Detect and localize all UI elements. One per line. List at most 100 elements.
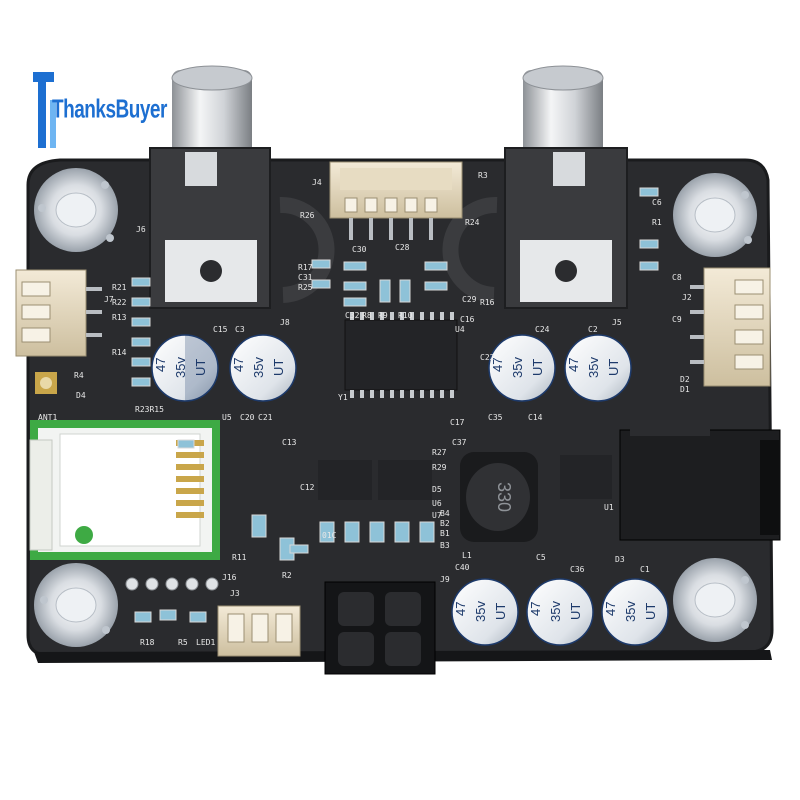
- label-c17: C17: [450, 418, 465, 427]
- ic-u7: [318, 460, 372, 500]
- thanksbuyer-logo-icon: [33, 72, 56, 148]
- cap-series: UT: [271, 359, 286, 376]
- label-r22: R22: [112, 298, 127, 307]
- label-d2: D2: [680, 375, 690, 384]
- label-r10: R10: [398, 311, 413, 320]
- cap-series: UT: [643, 603, 658, 620]
- pin-header-j16: [125, 577, 219, 591]
- label-c13: C13: [282, 438, 297, 447]
- label-j9: J9: [440, 575, 450, 584]
- cap-rating: 35v: [510, 357, 525, 378]
- label-c22: C22: [480, 353, 495, 362]
- label-c6: C6: [652, 198, 662, 207]
- capacitor-c36: 47 35v UT: [526, 578, 594, 646]
- label-c28: C28: [395, 243, 410, 252]
- inductor-l1: 330: [460, 452, 538, 542]
- cap-rating: 35v: [173, 357, 188, 378]
- label-ant1: ANT1: [38, 413, 57, 422]
- label-c32: C32: [345, 311, 360, 320]
- label-b1: B1: [440, 529, 450, 538]
- label-r1: R1: [652, 218, 662, 227]
- label-c12: C12: [300, 483, 315, 492]
- cap-value: 47: [566, 358, 581, 372]
- mounting-hole-top-right: [673, 173, 757, 257]
- label-c1: C1: [640, 565, 650, 574]
- label-c29: C29: [462, 295, 477, 304]
- cap-value: 47: [528, 602, 543, 616]
- label-c20: C20: [240, 413, 255, 422]
- label-r24: R24: [465, 218, 480, 227]
- label-j3: J3: [230, 589, 240, 598]
- cap-rating: 35v: [251, 357, 266, 378]
- header-j2: [690, 267, 771, 387]
- ic-u6: [378, 460, 432, 500]
- header-j4: [329, 161, 463, 240]
- label-r27: R27: [432, 448, 447, 457]
- smd-components: [131, 187, 659, 623]
- cap-value: 47: [153, 358, 168, 372]
- label-y1: Y1: [338, 393, 348, 402]
- ic-u1: [560, 455, 612, 499]
- capacitor-c2: 47 35v UT: [564, 334, 632, 402]
- label-c9: C9: [672, 315, 682, 324]
- label-r21: R21: [112, 283, 127, 292]
- label-c30: C30: [352, 245, 367, 254]
- label-j5: J5: [612, 318, 622, 327]
- label-r16: R16: [480, 298, 495, 307]
- label-led1: LED1: [196, 638, 215, 647]
- cap-rating: 35v: [623, 601, 638, 622]
- cap-series: UT: [493, 603, 508, 620]
- label-u7: U7: [432, 511, 442, 520]
- amplifier-ic-u4: [344, 312, 458, 398]
- label-c36: C36: [570, 565, 585, 574]
- label-j2: J2: [682, 293, 692, 302]
- label-c16: C16: [460, 315, 475, 324]
- label-r25: R25: [298, 283, 313, 292]
- label-u5: U5: [222, 413, 232, 422]
- mounting-hole-bottom-left: [34, 563, 118, 647]
- cap-series: UT: [530, 359, 545, 376]
- label-r11: R11: [232, 553, 247, 562]
- label-l1: L1: [462, 551, 472, 560]
- capacitor-c1: 47 35v UT: [601, 578, 669, 646]
- label-j16: J16: [222, 573, 237, 582]
- label-c15: C15: [213, 325, 228, 334]
- antenna-connector-ant1: [35, 372, 57, 394]
- inductor-marking: 330: [494, 482, 514, 512]
- label-r5: R5: [178, 638, 188, 647]
- label-c5: C5: [536, 553, 546, 562]
- label-d4: D4: [76, 391, 86, 400]
- label-r14: R14: [112, 348, 127, 357]
- label-b4: B4: [440, 509, 450, 518]
- cap-series: UT: [568, 603, 583, 620]
- capacitor-c24: 47 35v UT: [488, 334, 556, 402]
- smd-marking: 01C: [322, 531, 337, 540]
- mounting-hole-top-left: [34, 168, 118, 252]
- bluetooth-module: [29, 420, 220, 560]
- label-r29: R29: [432, 463, 447, 472]
- label-r3: R3: [478, 171, 488, 180]
- capacitor-c40: 47 35v UT: [451, 578, 519, 646]
- brand-name: ThanksBuyer: [52, 96, 167, 125]
- label-d3: D3: [615, 555, 625, 564]
- capacitor-c3: 47 35v UT: [229, 334, 297, 402]
- label-j8: J8: [280, 318, 290, 327]
- label-c35: C35: [488, 413, 503, 422]
- cap-rating: 35v: [473, 601, 488, 622]
- cap-value: 47: [490, 358, 505, 372]
- label-b3: B3: [440, 541, 450, 550]
- label-u4: U4: [455, 325, 465, 334]
- label-u1: U1: [604, 503, 614, 512]
- capacitor-c15: 47 35v UT: [151, 334, 219, 402]
- label-c40: C40: [455, 563, 470, 572]
- power-connector-j9: [324, 581, 436, 675]
- header-j7: [15, 269, 102, 357]
- label-r9: R9: [378, 311, 388, 320]
- cap-value: 47: [231, 358, 246, 372]
- label-d1: D1: [680, 385, 690, 394]
- label-r26: R26: [300, 211, 315, 220]
- label-c24: C24: [535, 325, 550, 334]
- label-d5: D5: [432, 485, 442, 494]
- label-c37: C37: [452, 438, 467, 447]
